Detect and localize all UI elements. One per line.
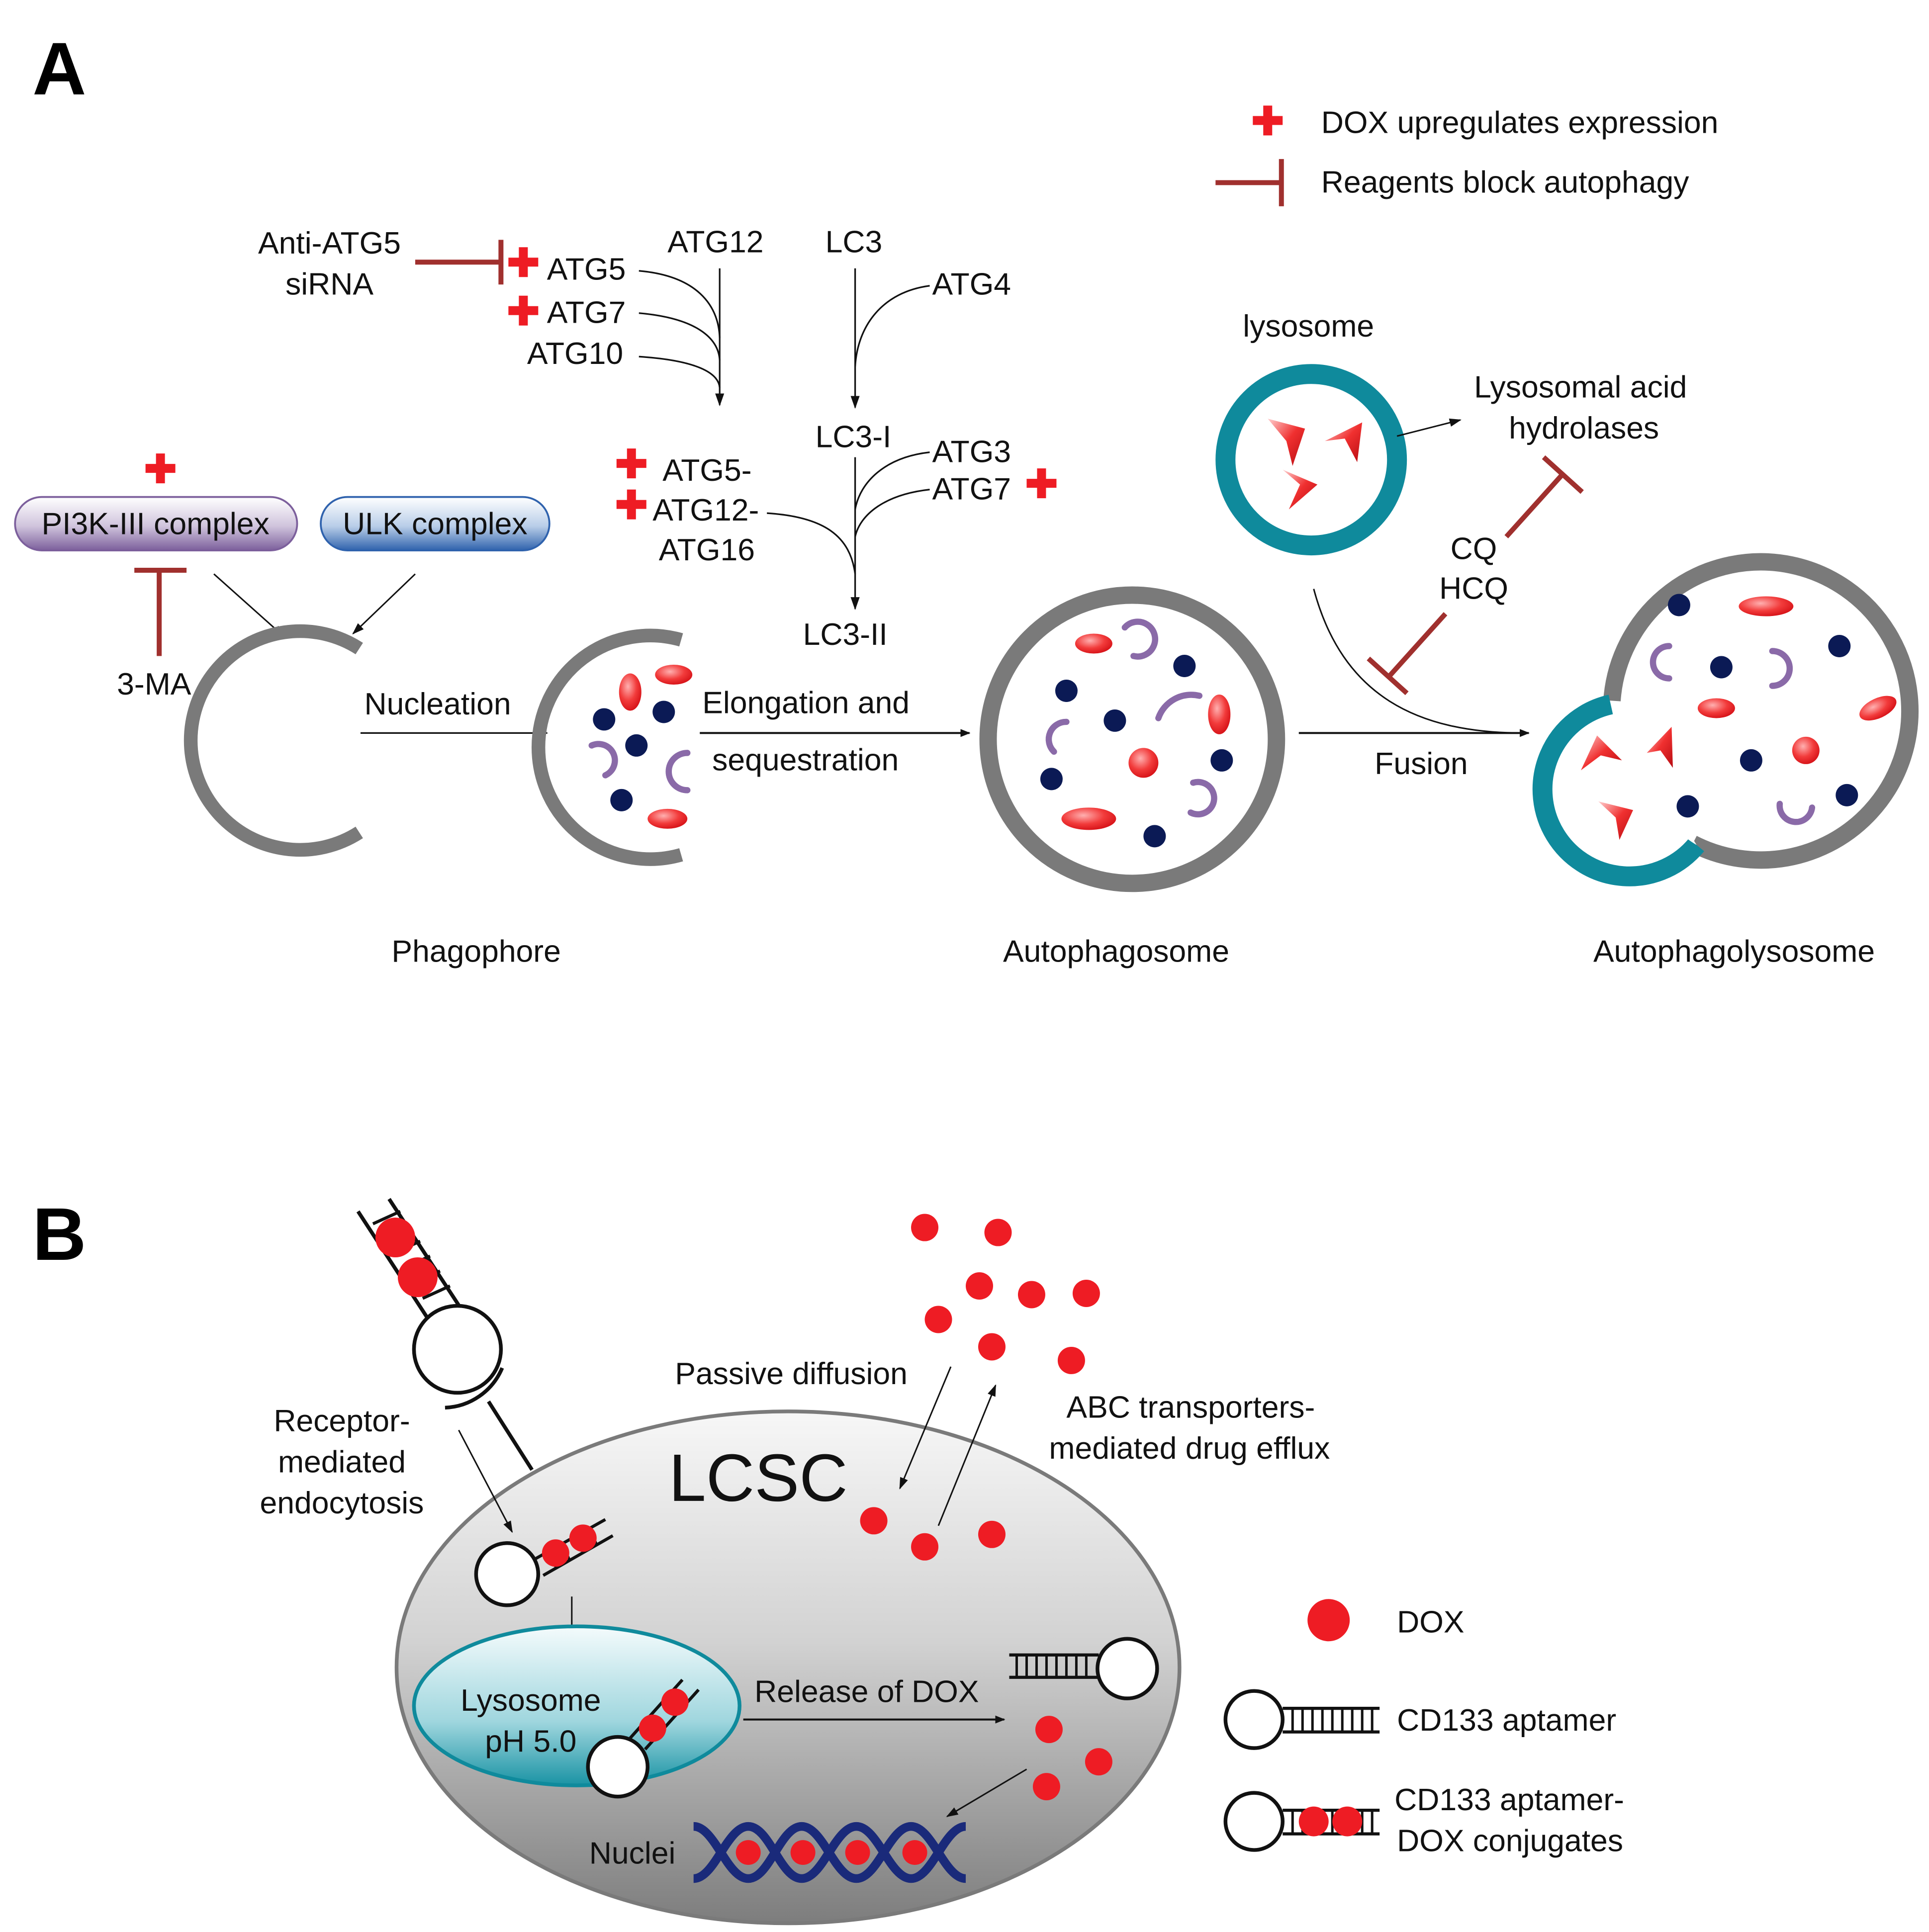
diffusion-arrow: [899, 1366, 952, 1490]
lysosome-label: lysosome: [1243, 309, 1374, 344]
legend-aptamer-label: CD133 aptamer: [1397, 1703, 1616, 1738]
to-nuclei-arrow: [946, 1768, 1027, 1817]
release-label: Release of DOX: [754, 1674, 979, 1709]
endocytosis-arrow: [458, 1429, 513, 1533]
lc3-ii-label: LC3-II: [803, 617, 888, 652]
panel-label-a: A: [32, 27, 86, 110]
anti-atg5-label-line1: Anti-ATG5: [258, 226, 401, 261]
anti-atg5-label-line2: siRNA: [285, 266, 373, 301]
external-aptamer-conjugate: [356, 1198, 534, 1471]
complex-label-line3: ATG16: [659, 532, 755, 567]
atg7-label: ATG7: [547, 295, 626, 330]
passive-label: Passive diffusion: [675, 1356, 908, 1391]
legend-inhibit-label: Reagents block autophagy: [1321, 165, 1690, 199]
autophagosome-label: Autophagosome: [1003, 934, 1229, 968]
lcsc-label: LCSC: [669, 1440, 848, 1515]
extracellular-dox: [911, 1214, 1100, 1374]
receptor-label-line1: Receptor-: [274, 1404, 410, 1438]
internalized-conjugate: [474, 1518, 614, 1607]
dna-helix: [693, 1822, 967, 1883]
three-ma-label: 3-MA: [117, 667, 191, 702]
lysosome: [1215, 364, 1407, 556]
hydrolase-arrow: [1396, 418, 1462, 437]
lc3-i-label: LC3-I: [816, 420, 892, 454]
lc3-label: LC3: [826, 224, 883, 259]
plus-icon: [1253, 105, 1283, 136]
atg5-label: ATG5: [547, 252, 626, 286]
abc-label-line1: ABC transporters-: [1066, 1390, 1315, 1424]
receptor-label-line2: mediated: [278, 1444, 406, 1479]
plus-icon-pi3k: [145, 453, 176, 484]
cell-lysosome: [412, 1624, 741, 1787]
dox-legend-icon: [1307, 1599, 1350, 1642]
hydrolases-label-line1: Lysosomal acid: [1474, 370, 1687, 405]
panel-label-b: B: [32, 1192, 86, 1276]
lysosome-conjugate: [586, 1678, 700, 1799]
autophagolysosome: [1532, 553, 1919, 886]
autophagolysosome-label: Autophagolysosome: [1593, 934, 1875, 968]
lc3-arrows: [767, 268, 930, 611]
atg4-label: ATG4: [932, 266, 1011, 301]
aptamer-legend-icon: [1223, 1689, 1380, 1750]
hcq-label: HCQ: [1439, 571, 1508, 606]
legend-dox-label: DOX: [1397, 1605, 1464, 1640]
phagophore-membrane: [184, 624, 363, 857]
atg10-label: ATG10: [527, 336, 623, 371]
three-ma-inhibit-icon: [134, 568, 187, 656]
phagophore-label: Phagophore: [391, 934, 560, 968]
intracellular-dox: [860, 1507, 1006, 1561]
free-aptamer: [1009, 1637, 1159, 1700]
legend-b: DOX CD133 aptamer: [1223, 1599, 1624, 1858]
atg12-label: ATG12: [667, 224, 763, 259]
ulk-complex: ULK complex: [320, 496, 551, 551]
inhibit-icon: [1215, 159, 1284, 206]
abc-label-line2: mediated drug efflux: [1049, 1431, 1330, 1466]
pi3k-complex: PI3K-III complex: [14, 496, 298, 551]
released-dox: [1032, 1716, 1112, 1801]
fusion-label: Fusion: [1375, 746, 1468, 781]
legend-plus-label: DOX upregulates expression: [1321, 105, 1719, 140]
pi3k-label: PI3K-III complex: [41, 507, 269, 541]
plus-icon-complex-2: [616, 489, 646, 520]
lysosome-b-label-line2: pH 5.0: [485, 1724, 576, 1759]
lysosome-fusion-path: [1313, 589, 1524, 734]
atg7-b-label: ATG7: [932, 472, 1011, 507]
receptor-label-line3: endocytosis: [260, 1486, 424, 1520]
nucleation-label: Nucleation: [364, 687, 511, 721]
nuclei-label: Nuclei: [589, 1836, 676, 1871]
legend-conjugate-label-line2: DOX conjugates: [1397, 1824, 1623, 1858]
elongation-label-line2: sequestration: [712, 742, 899, 777]
atg-conjugation-arrows: [639, 268, 725, 407]
cq-inhibit-icons: [1367, 455, 1584, 696]
conjugate-legend-icon: [1223, 1791, 1380, 1852]
legend-conjugate-label-line1: CD133 aptamer-: [1394, 1782, 1624, 1817]
legend-a: DOX upregulates expression Reagents bloc…: [1215, 105, 1718, 206]
hydrolases-label-line2: hydrolases: [1509, 411, 1659, 445]
complex-label-line1: ATG5-: [662, 453, 751, 488]
sirna-inhibit-icon: [415, 240, 504, 285]
ulk-label: ULK complex: [343, 507, 527, 541]
complex-arrows: [213, 573, 416, 637]
autophagosome: [979, 586, 1286, 892]
lysosome-b-label-line1: Lysosome: [460, 1683, 601, 1718]
elongation-label-line1: Elongation and: [702, 685, 910, 720]
plus-icon-atg7: [508, 295, 539, 326]
plus-icon-atg5: [508, 247, 539, 277]
plus-icon-atg7-b: [1026, 468, 1057, 499]
complex-label-line2: ATG12-: [652, 493, 759, 527]
expanding-phagophore: [532, 628, 693, 866]
atg3-label: ATG3: [932, 435, 1011, 469]
cq-label: CQ: [1451, 531, 1497, 566]
plus-icon-complex-1: [616, 448, 646, 479]
efflux-arrow: [937, 1384, 997, 1526]
